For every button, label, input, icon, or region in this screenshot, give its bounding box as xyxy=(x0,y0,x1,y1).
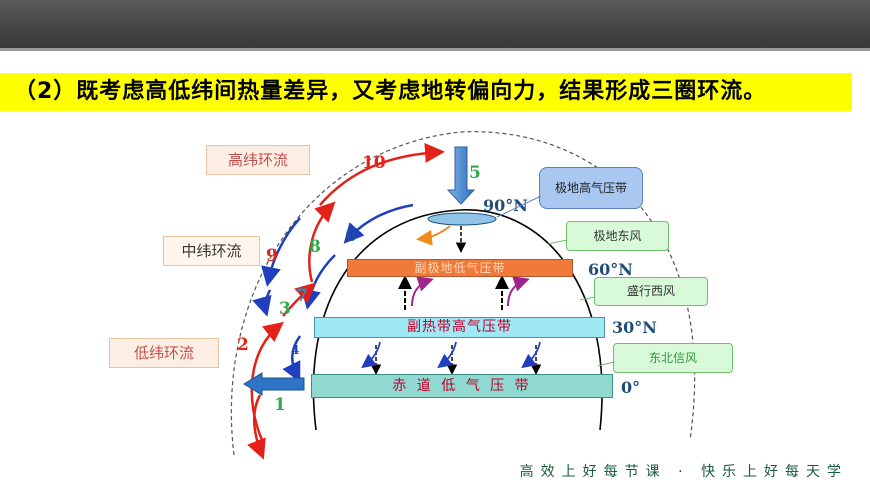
arrow-10 xyxy=(319,142,445,206)
trade-wind-arrow-1 xyxy=(361,341,381,369)
arrow-6 xyxy=(343,203,414,244)
low-latitude-cell-label: 低纬环流 xyxy=(109,338,219,368)
polar-high-ellipse xyxy=(427,212,497,226)
leader-ne-trades xyxy=(597,361,615,367)
latitude-30n: 30°N xyxy=(612,318,657,337)
high-latitude-cell-label: 高纬环流 xyxy=(206,145,310,175)
westerlies-callout: 盛行西风 xyxy=(594,277,708,306)
arrow-2 xyxy=(250,321,284,441)
atmosphere-boundary xyxy=(230,131,696,456)
leader-polar-high xyxy=(496,195,542,218)
equatorial-low-band: 赤 道 低 气 压 带 xyxy=(311,374,613,398)
latitude-90n: 90°N xyxy=(483,196,528,215)
ne-trades-callout: 东北信风 xyxy=(613,343,733,373)
number-3: 3 xyxy=(279,299,291,319)
arrow-3 xyxy=(252,289,272,317)
leader-westerlies xyxy=(579,296,596,301)
arrow-4 xyxy=(282,335,302,383)
number-9: 9 xyxy=(266,246,278,266)
westerly-arrow-2 xyxy=(507,276,530,307)
number-8: 8 xyxy=(309,237,321,257)
arrow-9 xyxy=(261,217,301,287)
trade-wind-arrow-2 xyxy=(437,341,457,369)
number-5: 5 xyxy=(469,163,481,183)
mid-latitude-cell-label: 中纬环流 xyxy=(163,236,260,266)
equatorial-low-label: 赤 道 低 气 压 带 xyxy=(392,378,532,394)
latitude-60n: 60°N xyxy=(588,260,633,279)
leader-polar-easterlies xyxy=(547,239,568,245)
number-1: 1 xyxy=(274,395,286,415)
latitude-0: 0° xyxy=(621,378,641,397)
number-10: 10 xyxy=(362,153,386,173)
polar-high-callout: 极地高气压带 xyxy=(539,167,643,209)
arrow-8 xyxy=(308,201,336,283)
surface-arrow xyxy=(243,372,305,396)
footer-slogan: 高效上好每节课 · 快乐上好每天学 xyxy=(519,464,848,480)
slide-heading: （2）既考虑高低纬间热量差异，又考虑地转偏向力，结果形成三圈环流。 xyxy=(0,73,852,111)
subtropical-high-band: 副热带高气压带 xyxy=(314,317,605,338)
polar-sinking-arrow xyxy=(446,146,476,205)
westerly-arrow-1 xyxy=(411,276,434,307)
number-7: 7 xyxy=(296,286,308,306)
polar-easterly-arrow xyxy=(416,225,451,246)
arrow-1 xyxy=(247,394,266,460)
number-2: 2 xyxy=(237,335,249,355)
top-bar xyxy=(0,0,870,48)
number-4: 4 xyxy=(291,343,300,357)
subtropical-high-label: 副热带高气压带 xyxy=(407,319,512,335)
subpolar-low-label: 副极地低气压带 xyxy=(414,261,506,275)
polar-easterlies-callout: 极地东风 xyxy=(566,221,669,251)
number-6: 6 xyxy=(345,226,357,246)
trade-wind-arrow-3 xyxy=(521,341,541,369)
subpolar-low-band: 副极地低气压带 xyxy=(347,259,573,277)
top-bar-divider xyxy=(0,48,870,51)
arrow-mid-red xyxy=(282,282,316,317)
